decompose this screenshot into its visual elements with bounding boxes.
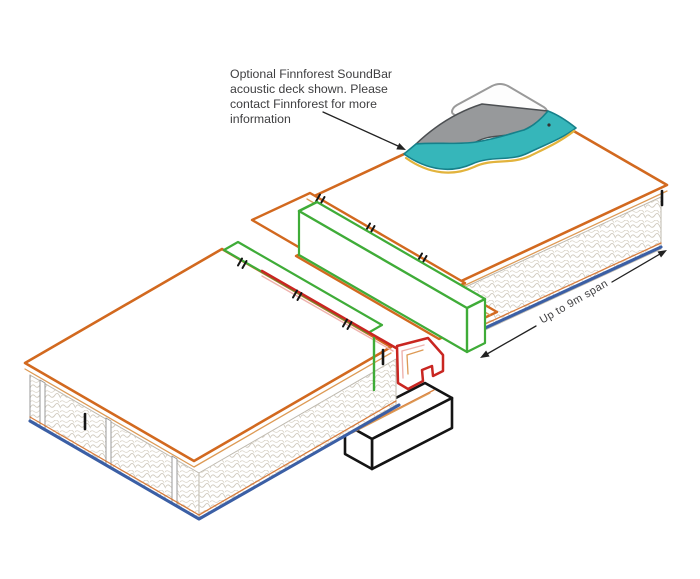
soundbar-teal-layer bbox=[403, 110, 577, 170]
right-cassette-side-se-hatch bbox=[459, 197, 661, 342]
annotation-line: acoustic deck shown. Please bbox=[230, 82, 388, 96]
soundbar-yellow-edge bbox=[404, 129, 576, 174]
soundbar-fixing-dot bbox=[547, 123, 551, 127]
clip-mark bbox=[417, 252, 428, 264]
annotation-line: Optional Finnforest SoundBar bbox=[230, 67, 392, 81]
red-end-cap-lamination2 bbox=[406, 349, 424, 375]
annotation-line: contact Finnforest for more bbox=[230, 97, 377, 111]
clip-mark bbox=[237, 257, 248, 269]
clip-mark bbox=[315, 193, 326, 205]
support-beam-end bbox=[343, 422, 374, 471]
left-cassette-top-deck bbox=[23, 247, 393, 463]
left-cassette bbox=[23, 240, 401, 521]
annotation-callout: Optional Finnforest SoundBar acoustic de… bbox=[230, 67, 406, 150]
annotation-arrow-line bbox=[322, 111, 399, 147]
red-highlight-strip-inner bbox=[261, 275, 394, 352]
left-cassette-bottom-trim bbox=[29, 400, 397, 516]
span-arrow-line-lower bbox=[486, 325, 537, 355]
clip-mark bbox=[342, 318, 353, 330]
red-end-cap-profile bbox=[395, 336, 445, 391]
span-arrow-head-right-icon bbox=[657, 250, 667, 258]
red-end-cap-lamination bbox=[401, 344, 425, 379]
left-cassette-deck-band bbox=[24, 352, 392, 468]
annotation-arrow-head-icon bbox=[396, 143, 406, 150]
support-beam-bearing-line2 bbox=[351, 392, 431, 434]
left-cassette-side-sw-hatch bbox=[30, 375, 199, 519]
clip-mark bbox=[292, 289, 303, 301]
green-edge-board-edges bbox=[297, 200, 487, 354]
span-arrow-head-left-icon bbox=[480, 350, 490, 358]
left-cassette-bottom-chord bbox=[28, 403, 401, 521]
green-edge-board bbox=[297, 200, 487, 354]
red-highlight-strip bbox=[260, 269, 398, 350]
span-arrow-line-upper bbox=[611, 253, 661, 283]
clip-mark bbox=[365, 222, 376, 234]
red-end-cap bbox=[372, 336, 445, 392]
left-cassette-side-se-hatch bbox=[199, 359, 396, 519]
annotation-line: information bbox=[230, 112, 291, 126]
support-beam bbox=[343, 381, 454, 471]
soundbar-detail bbox=[403, 83, 577, 174]
